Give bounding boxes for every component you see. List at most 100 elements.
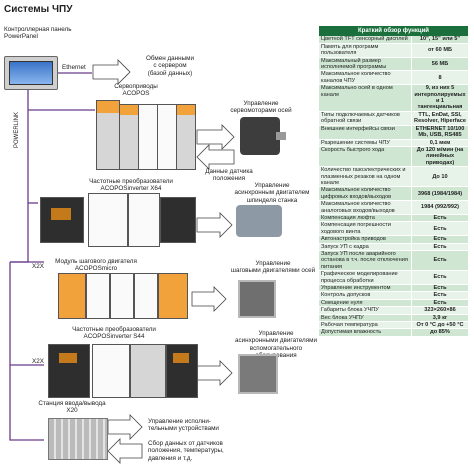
vfd-x64-label: Частотные преобразователи ACOPOSinverter… bbox=[89, 178, 173, 193]
spec-row: Рабочая температура От 0 °С до +50 °С bbox=[319, 322, 468, 330]
spec-value: Есть bbox=[433, 285, 447, 292]
stepper-module-4 bbox=[134, 273, 158, 319]
spindle-motor-image bbox=[236, 205, 282, 237]
sensor-data-label: Данные датчика положения bbox=[205, 168, 253, 183]
spec-key: Максимальное количество каналов ЧПУ bbox=[319, 71, 412, 85]
servo-motor-image bbox=[240, 117, 286, 155]
spec-value: Есть bbox=[433, 214, 447, 221]
servo-drive-5 bbox=[176, 104, 196, 170]
spec-value: 10", 15" или 5" bbox=[419, 36, 461, 43]
spec-value: 8 bbox=[438, 74, 442, 81]
vfd-x64-2 bbox=[88, 193, 128, 247]
spec-key: Вес блока УЧПУ bbox=[319, 314, 412, 322]
spec-value: до 85% bbox=[430, 329, 450, 336]
spindle-control-label: Управление асинхронным двигателем шпинде… bbox=[234, 182, 310, 204]
servo-drives-label: Сервоприводы ACOPOS bbox=[114, 83, 158, 98]
spec-key: Запуск УП с кадра bbox=[319, 243, 412, 250]
spec-row: Цветной TFT сенсорный дисплей 10", 15" ил… bbox=[319, 36, 468, 44]
spec-key: Контроль допусков bbox=[319, 292, 412, 299]
servo-drive-3 bbox=[138, 104, 158, 170]
spec-key: Цветной TFT сенсорный дисплей bbox=[319, 36, 412, 43]
spec-key: Управление инструментом bbox=[319, 285, 412, 292]
io-station-label: Станция ввода/вывода X20 bbox=[38, 400, 106, 415]
spec-key: Рабочая температура bbox=[319, 322, 412, 329]
spec-value: 3968 (1984/1984) bbox=[417, 190, 463, 197]
spec-key: Максимальное количество цифровых входов/… bbox=[319, 187, 412, 201]
spec-key: Максимальный размер исполняемой программ… bbox=[319, 57, 412, 71]
spec-key: Графическое моделирование процесса обраб… bbox=[319, 271, 412, 285]
spec-value: Есть bbox=[433, 243, 447, 250]
spec-row: Вес блока УЧПУ 3,9 кг bbox=[319, 314, 468, 323]
spec-value: Есть bbox=[433, 292, 447, 299]
spec-key: Разрешение системы ЧПУ bbox=[319, 139, 412, 146]
spec-row: Количество газоэлектрических и плазменны… bbox=[319, 167, 468, 188]
spec-row: Автонастройка приводов Есть bbox=[319, 236, 468, 244]
servo-control-label: Управление сервомоторами осей bbox=[230, 100, 292, 115]
stepper-motor-image bbox=[238, 280, 276, 318]
spec-value: ETHERNET 10/100 Mb, USB, RS485 bbox=[415, 125, 465, 139]
spec-key: Внешние интерфейсы связи bbox=[319, 125, 412, 139]
aux-motor-image bbox=[238, 354, 278, 394]
spec-key: Смещение нуля bbox=[319, 299, 412, 307]
spec-value: До 10 bbox=[432, 173, 448, 180]
spec-row: Допустимая влажность до 85% bbox=[319, 329, 468, 337]
server-exchange-label: Обмен данными с сервером (базой данных) bbox=[146, 55, 194, 77]
servo-drive-2 bbox=[119, 104, 139, 170]
spec-value: 56 МБ bbox=[431, 60, 449, 67]
spec-table: Краткий обзор функций Цветной TFT сенсор… bbox=[319, 26, 468, 337]
x2x-label-2: X2X bbox=[32, 358, 44, 365]
stepper-module-2 bbox=[86, 273, 110, 319]
page-title: Системы ЧПУ bbox=[4, 4, 73, 15]
spec-row: Контроль допусков Есть bbox=[319, 292, 468, 300]
spec-value: 3,9 кг bbox=[432, 314, 448, 321]
spec-row: Максимальное количество цифровых входов/… bbox=[319, 187, 468, 202]
spec-value: 323×260×86 bbox=[424, 307, 456, 314]
vfd-x64-1 bbox=[40, 197, 84, 243]
stepper-module-label: Модуль шагового двигателя ACOPOSmicro bbox=[55, 258, 137, 273]
spec-row: Запуск УП после аварийного останова в т.… bbox=[319, 251, 468, 272]
spec-value: От 0 °С до +50 °С bbox=[416, 322, 464, 329]
spec-value: от 60 МБ bbox=[427, 47, 453, 54]
spec-row: Управление инструментом Есть bbox=[319, 285, 468, 293]
spec-key: Максимально осей в одном канале bbox=[319, 85, 412, 111]
vfd-x64-3 bbox=[128, 193, 160, 247]
spec-key: Компенсация погрешности ходового винта bbox=[319, 222, 412, 236]
stepper-module-3 bbox=[110, 273, 134, 319]
spec-value: Есть bbox=[433, 274, 447, 281]
x2x-label-1: X2X bbox=[32, 263, 44, 270]
stepper-control-label: Управление шаговыми двигателями осей bbox=[230, 260, 316, 275]
actuators-label: Управление исполни- тельными устройствам… bbox=[148, 418, 219, 433]
spec-key: Допустимая влажность bbox=[319, 329, 412, 336]
vfd-s44-1 bbox=[48, 344, 90, 398]
spec-key: Автонастройка приводов bbox=[319, 236, 412, 243]
vfd-x64-4 bbox=[160, 197, 196, 243]
stepper-module-1 bbox=[58, 273, 86, 319]
spec-key: Типы подключаемых датчиков обратной связ… bbox=[319, 111, 412, 125]
panel-label: Контроллерная панель PowerPanel bbox=[4, 26, 72, 41]
stepper-module-5 bbox=[158, 273, 188, 319]
spec-row: Графическое моделирование процесса обраб… bbox=[319, 271, 468, 286]
spec-table-rows: Цветной TFT сенсорный дисплей 10", 15" ил… bbox=[319, 36, 468, 337]
spec-row: Типы подключаемых датчиков обратной связ… bbox=[319, 111, 468, 126]
servo-drive-1 bbox=[96, 100, 120, 170]
spec-row: Максимальное количество аналоговых входо… bbox=[319, 201, 468, 215]
vfd-s44-4 bbox=[166, 344, 198, 398]
powerpanel-device bbox=[4, 56, 58, 90]
spec-value: 1984 (992/992) bbox=[421, 204, 459, 211]
spec-value: Есть bbox=[433, 236, 447, 243]
spec-value: 9, из них 5 интерполируемых и 1 тангенци… bbox=[414, 85, 466, 111]
spec-table-header: Краткий обзор функций bbox=[319, 26, 468, 37]
io-station-image bbox=[48, 418, 108, 460]
spec-value: TTL, EnDat, SSI, Resolver, Hiperface bbox=[414, 111, 466, 125]
spec-value: Есть bbox=[433, 257, 447, 264]
